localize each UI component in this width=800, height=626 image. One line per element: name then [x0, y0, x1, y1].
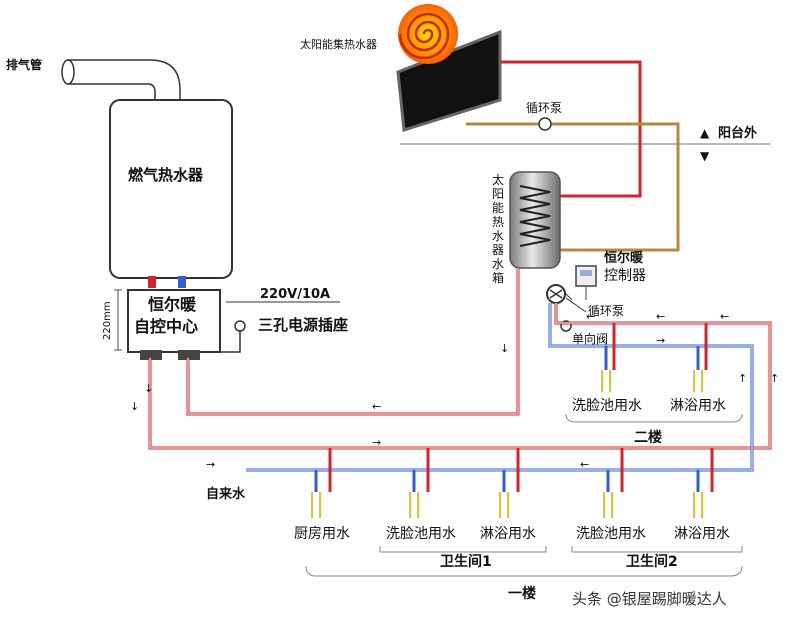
kitchen-label: 厨房用水 [294, 526, 350, 542]
svg-text:←: ← [580, 458, 589, 471]
solar-collector [396, 4, 502, 132]
controller-brand: 恒尔暖 [604, 250, 644, 266]
svg-text:←: ← [586, 310, 595, 323]
svg-text:能: 能 [492, 201, 504, 215]
tank-vertical-label: 太 阳 能 热 水 器 水 箱 [492, 172, 504, 285]
controller-label: 控制器 [604, 268, 646, 284]
solar-to-heater-pipe [186, 268, 520, 416]
control-center-box [127, 289, 221, 353]
control-center-line2: 自控中心 [134, 317, 198, 336]
upstairs-shower-label: 淋浴用水 [670, 398, 726, 414]
svg-text:▲: ▲ [700, 126, 710, 140]
solar-hot-pipe [500, 60, 642, 198]
svg-text:←: ← [720, 310, 729, 323]
bath1-basin-label: 洗脸池用水 [386, 526, 456, 542]
pump-top-icon [538, 117, 552, 131]
dim-label: 220mm [102, 301, 113, 340]
power-socket-label: 三孔电源插座 [258, 316, 348, 334]
pump-right-label: 循环泵 [588, 304, 624, 318]
svg-text:←: ← [656, 310, 665, 323]
svg-text:↓: ↓ [144, 382, 153, 395]
gas-heater-body [109, 99, 233, 279]
second-floor-drops [601, 323, 708, 392]
balcony-label: 阳台外 [718, 125, 757, 141]
svg-text:↓: ↓ [130, 400, 139, 413]
svg-text:→: → [656, 334, 665, 347]
exhaust-label: 排气管 [6, 57, 42, 72]
svg-text:箱: 箱 [492, 270, 504, 285]
solar-return-pipe [466, 122, 680, 252]
svg-text:→: → [372, 436, 381, 449]
svg-text:↑: ↑ [770, 372, 779, 385]
gas-heater-label: 燃气热水器 [128, 166, 204, 184]
exhaust-pipe [61, 59, 181, 109]
upstairs-basin-label: 洗脸池用水 [572, 398, 642, 414]
svg-text:器: 器 [492, 243, 504, 257]
bath2-basin-label: 洗脸池用水 [576, 526, 646, 542]
solar-collector-label: 太阳能集热水器 [300, 37, 377, 51]
svg-text:太: 太 [492, 172, 504, 187]
svg-text:↓: ↓ [500, 342, 509, 355]
bath1-shower-label: 淋浴用水 [480, 526, 536, 542]
svg-text:←: ← [372, 400, 381, 413]
bathroom1-label: 卫生间1 [440, 553, 492, 570]
check-valve-label: 单向阀 [572, 331, 608, 346]
power-spec: 220V/10A [260, 287, 330, 302]
floor2-label: 二楼 [634, 429, 662, 446]
tap-water-label: 自来水 [206, 486, 246, 502]
flow-arrows: ↓ ↓ ← ↓ → ← ↑ ↑ ← ← ← → → [130, 310, 779, 471]
watermark: 头条 @银屋踢脚暖达人 [572, 590, 727, 608]
bath2-shower-label: 淋浴用水 [674, 526, 730, 542]
svg-text:↑: ↑ [738, 372, 747, 385]
svg-text:水: 水 [492, 257, 504, 271]
svg-text:水: 水 [492, 229, 504, 243]
svg-text:阳: 阳 [492, 187, 504, 201]
svg-text:→: → [206, 458, 215, 471]
bathroom2-label: 卫生间2 [626, 553, 678, 570]
floor1-label: 一楼 [508, 585, 536, 602]
first-floor-drops [311, 448, 714, 518]
svg-text:热: 热 [492, 215, 504, 229]
control-center-line1: 恒尔暖 [148, 295, 197, 314]
pump-top-label: 循环泵 [526, 101, 562, 115]
svg-text:▼: ▼ [700, 149, 710, 163]
